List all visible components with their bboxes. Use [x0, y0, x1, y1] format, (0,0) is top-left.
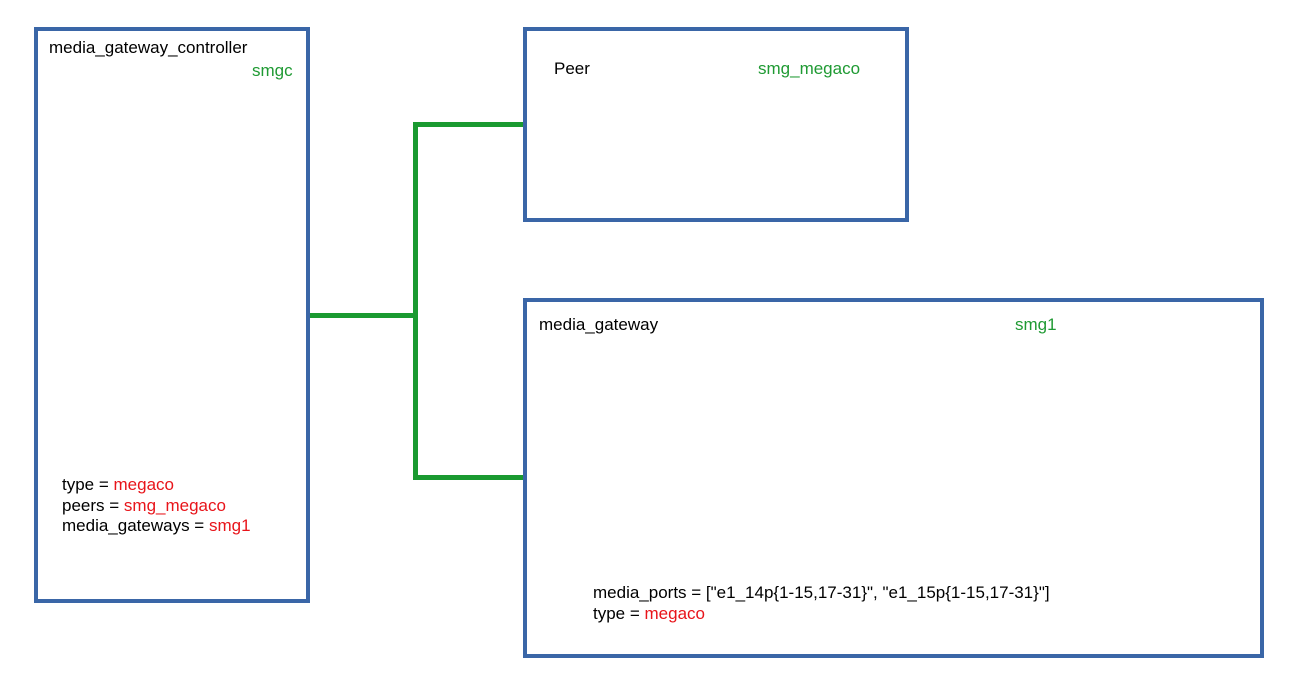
- gateway-box: media_gateway smg1 media_ports = ["e1_14…: [523, 298, 1264, 658]
- connector-trunk: [413, 122, 418, 480]
- peer-class-name: Peer: [554, 59, 590, 78]
- controller-properties: type = megaco peers = smg_megaco media_g…: [62, 475, 251, 537]
- property-key: media_ports = ["e1_14p{1-15,17-31}", "e1…: [593, 583, 1050, 602]
- property-value: megaco: [644, 603, 705, 623]
- property-value: smg_megaco: [123, 495, 226, 515]
- controller-instance-name: smgc: [252, 61, 293, 80]
- gateway-class-name: media_gateway: [539, 315, 659, 334]
- connector-controller-stub: [307, 313, 417, 318]
- peer-instance-name: smg_megaco: [758, 59, 861, 78]
- connector-gateway-branch: [413, 475, 526, 480]
- property-key: peers =: [62, 495, 124, 515]
- property-row: type = megaco: [62, 475, 251, 496]
- property-key: media_gateways =: [62, 516, 209, 535]
- connector-peer-branch: [413, 122, 526, 127]
- property-key: type =: [62, 475, 114, 494]
- property-row: type = megaco: [593, 604, 1050, 625]
- peer-box: Peer smg_megaco: [523, 27, 909, 222]
- property-value: smg1: [208, 516, 251, 535]
- gateway-instance-name: smg1: [1015, 315, 1057, 334]
- property-row: media_ports = ["e1_14p{1-15,17-31}", "e1…: [593, 583, 1050, 604]
- controller-class-name: media_gateway_controller: [49, 38, 248, 57]
- property-value: megaco: [113, 475, 174, 494]
- gateway-properties: media_ports = ["e1_14p{1-15,17-31}", "e1…: [593, 583, 1050, 624]
- controller-box: media_gateway_controller smgc type = meg…: [34, 27, 310, 603]
- property-key: type =: [593, 603, 645, 623]
- property-row: media_gateways = smg1: [62, 516, 251, 537]
- property-row: peers = smg_megaco: [62, 496, 251, 517]
